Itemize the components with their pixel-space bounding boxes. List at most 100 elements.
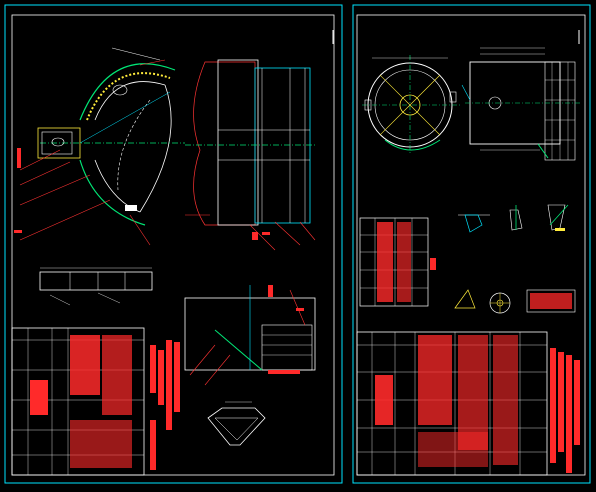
notes-right-bar-4 [574,360,580,445]
long-rail-section [39,267,153,306]
detail-b [509,209,523,231]
notes-left-bar-5 [150,420,156,470]
title-block-frame [11,327,145,476]
pt-red-1 [377,222,393,302]
bom-frame [356,331,548,476]
tb-red-block-3 [102,335,132,415]
mark-red-1 [17,148,21,168]
section-mark-2 [296,308,304,311]
elev-leader-3 [299,221,316,241]
inner-arc-lower [94,159,141,213]
bom-red-5 [418,432,488,467]
notes-left-bar-2 [158,350,164,405]
mark-red-3 [125,205,137,211]
support-ring-mid [51,137,65,147]
bom-red-2 [418,335,452,425]
dim-line-top [111,47,161,61]
arc-chord-inner [117,99,151,191]
plan-arc-view [14,47,185,246]
platform-frame [254,67,311,224]
leader-2 [19,161,71,186]
rail-leader-2 [97,292,121,304]
notes-left-bar-1 [150,345,156,393]
section-mark-3 [268,370,300,374]
tank-nozzle-left [364,99,372,111]
pt-red-2 [397,222,411,302]
pt-red-side [430,258,436,270]
mini-table-red [530,293,572,309]
bom-red-4 [493,335,518,465]
elev-mark-2 [262,232,270,235]
section-diagonal [214,329,263,371]
tank-leg [537,143,549,159]
hopper-shape [207,407,266,446]
sheet-left [4,4,343,484]
rail-leader-1 [49,294,71,306]
section-leader-2 [204,354,231,386]
radial-line [79,91,171,144]
mark-red-2 [14,230,22,233]
elevation-profile [193,61,256,226]
notes-left-bar-3 [166,340,172,430]
small-detail-views [454,289,576,314]
elev-leader-2 [274,221,301,246]
section-leader-1 [189,344,216,376]
leader-4 [19,199,111,241]
tank-radial-2 [379,74,411,106]
tank-bottom-arc [384,139,441,151]
tb-red-block-1 [30,380,48,415]
outer-arc-lower [79,159,146,226]
bom-red-3 [458,335,488,450]
section-mark-1 [268,285,273,297]
sheet-left-inner-border [11,14,335,476]
leader-1 [19,149,61,171]
tank-radial-1 [409,74,441,106]
notes-right-bar-1 [550,348,556,463]
bom-red-1 [375,375,393,425]
notes-right-bar-3 [566,355,572,473]
section-leader-3 [289,289,306,326]
notes-left-bar-4 [174,342,180,412]
detail-c-diag [549,204,569,226]
leader-3 [19,174,91,206]
side-elevation-view [185,59,316,251]
title-block [11,327,145,476]
support-ring-top [112,84,128,96]
detail-callouts [458,204,569,233]
tank-radial-4 [379,104,411,136]
mini-table-frame [526,289,576,313]
arc-chord [139,84,172,213]
hopper-inner [214,417,259,441]
hatched-band [86,72,171,121]
sheet-right-outer-border [352,4,591,484]
rail-body [39,271,153,291]
tb-red-block-2 [70,335,100,395]
notes-column-left [150,340,180,470]
detail-c-mark [555,228,565,231]
bill-of-materials [356,331,548,476]
tank-radial-3 [409,104,441,136]
tank-elevation-view [461,47,580,161]
tb-red-block-4 [70,420,132,468]
detail-a [464,214,483,233]
sheet-right [352,4,591,484]
fan-detail [454,289,476,309]
tank-cyan-leader [461,84,471,101]
leader-5 [129,214,151,246]
notes-right-bar-2 [558,352,564,452]
sheet-left-outer-border [4,4,343,484]
parts-table-frame [359,217,429,307]
inlet-box-inner [41,131,73,155]
parts-table [359,217,436,307]
elev-mark-1 [252,232,258,240]
inner-arc [94,81,166,121]
outer-arc [79,63,176,121]
notes-column-right [550,348,580,473]
elevation-body [217,59,259,226]
hopper-detail [207,401,266,446]
leader-6 [139,59,166,66]
platform-section [184,285,316,386]
tank-plan-view [362,55,462,155]
